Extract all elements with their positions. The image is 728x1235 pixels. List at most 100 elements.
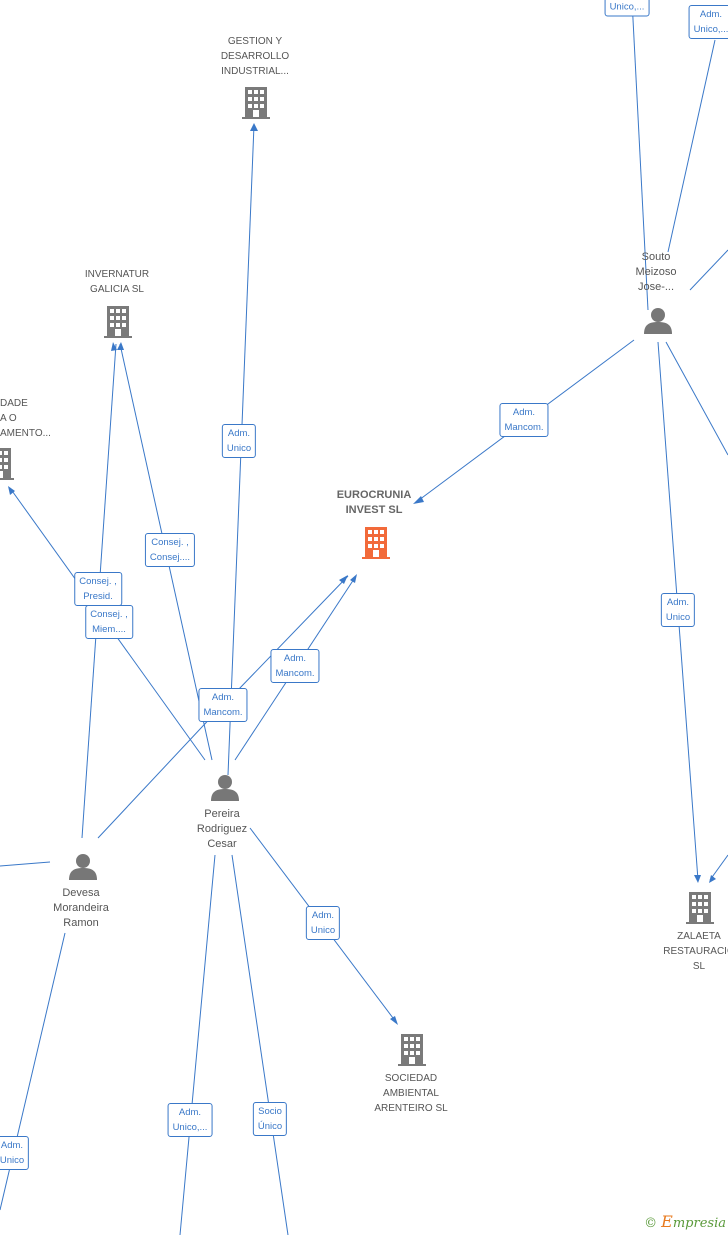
relation-label-line: Miem.... (92, 624, 126, 635)
arrow-eurocrunia-c (350, 574, 357, 583)
node-label-line: INDUSTRIAL... (221, 66, 289, 77)
relation-label-line: Adm. (0, 1140, 24, 1151)
node-label-line: EUROCRUNIA (336, 489, 412, 501)
node-label-line: A O (0, 413, 17, 424)
arrow-sociedad (390, 1016, 398, 1025)
arrow-gestion (250, 123, 258, 131)
company-label-invernatur[interactable]: INVERNATUR GALICIA SL (85, 267, 149, 297)
relation-badge[interactable]: Unico,... (604, 0, 650, 17)
building-icon (242, 87, 270, 119)
node-label-line: Devesa (62, 887, 100, 899)
relation-label-line: Adm. (512, 407, 536, 418)
building-icon-main (362, 527, 390, 559)
relation-badge[interactable]: Adm. Mancom. (198, 688, 248, 722)
relation-badge[interactable]: Consej. , Presid. (74, 572, 122, 606)
node-label-line: SOCIEDAD (384, 1073, 438, 1084)
relation-label-line: Adm. (311, 910, 335, 921)
relation-badge[interactable]: Adm.Unico (221, 424, 257, 458)
edge-souto-top1 (631, 0, 649, 311)
edge-souto-right2 (665, 341, 728, 456)
arrow-zalaeta-b (709, 875, 716, 883)
node-label-line: INVERNATUR (84, 269, 150, 280)
relation-label-line: Adm. (178, 1107, 202, 1118)
relation-badge[interactable]: Adm. Unico,... (688, 5, 728, 39)
edge-pereira-bottom2 (231, 854, 289, 1235)
edge-devesa-left (0, 861, 51, 867)
building-icon (686, 892, 714, 924)
relation-badge[interactable]: Adm. Mancom. (499, 403, 549, 437)
relation-label-line: Consej.... (149, 552, 191, 563)
relation-label-line: Mancom. (504, 422, 544, 433)
relation-badge[interactable]: Adm. Mancom. (270, 649, 320, 683)
node-label-line: DADE (0, 398, 28, 409)
node-label-line: INVEST SL (345, 504, 403, 516)
relation-badge[interactable]: Adm. Unico (0, 1136, 30, 1170)
node-label-line: Pereira (204, 808, 240, 820)
relation-label-line: Adm. (666, 597, 690, 608)
node-label-line: Jose-... (637, 281, 675, 293)
relation-label-line: Adm. (227, 428, 251, 439)
relation-label-line: Adm. (211, 692, 235, 703)
copyright-symbol: © (644, 1216, 658, 1231)
node-label-line: RESTAURACIO (663, 946, 728, 957)
node-label-line: DESARROLLO (220, 51, 290, 62)
brand-name: mpresia (672, 1216, 726, 1231)
building-icon (104, 306, 132, 338)
node-label-line: Souto (641, 251, 671, 263)
edge-right-zalaeta (709, 854, 728, 881)
person-icon (644, 308, 672, 334)
relation-label-line: Mancom. (203, 707, 243, 718)
person-icon (211, 775, 239, 801)
edge-souto-right (689, 249, 728, 291)
relation-badge[interactable]: Consej. , Miem.... (85, 605, 133, 639)
relation-label-line: Unico (310, 925, 336, 936)
arrow-invernatur-b (117, 342, 124, 350)
relation-label-line: Adm. (699, 9, 723, 20)
relation-label-line: Unico,... (693, 24, 728, 35)
arrow-eurocrunia-b (339, 575, 348, 584)
relation-label-line: Adm. (283, 653, 307, 664)
relation-label-line: Unico,... (172, 1122, 208, 1133)
company-label-sociedad[interactable]: SOCIEDAD AMBIENTAL ARENTEIRO SL (374, 1071, 447, 1116)
relation-label-line: Único (257, 1121, 283, 1132)
relation-label-line: Consej. , (79, 576, 117, 587)
edge-souto-top2 (667, 39, 716, 253)
arrowheads (8, 123, 716, 1025)
node-label-line: Rodriguez (196, 823, 248, 835)
brand-initial: E (661, 1212, 673, 1231)
node-label-line: AMBIENTAL (383, 1088, 439, 1099)
relation-label-line: Mancom. (275, 668, 315, 679)
footer-brand: ©Empresia (644, 1212, 726, 1231)
relation-label-line: Unico (0, 1155, 25, 1166)
building-icon (398, 1034, 426, 1066)
node-label-line: AMENTO... (0, 428, 51, 439)
relation-label-line: Consej. , (151, 537, 189, 548)
node-label-line: Ramon (63, 917, 99, 929)
relation-badge[interactable]: Adm. Unico (660, 593, 696, 627)
relation-label-line: Unico,... (609, 1, 645, 13)
relation-label-line: Presid. (83, 591, 113, 602)
relation-label-line: Consej. , (90, 609, 128, 620)
arrow-sociedade (8, 486, 15, 495)
relation-badge[interactable]: Adm. Unico,... (167, 1103, 213, 1137)
person-icon (69, 854, 97, 880)
relation-badge[interactable]: Adm. Unico (305, 906, 341, 940)
edge-pereira-eurocrunia1 (237, 575, 349, 691)
arrow-eurocrunia-a (413, 496, 424, 504)
node-label-line: SL (692, 961, 706, 972)
relation-label-line: Socio (258, 1106, 282, 1117)
relation-label-line: Unico (665, 612, 691, 623)
node-label-line: Cesar (207, 838, 237, 850)
relation-badge[interactable]: Consej. , Consej.... (144, 533, 196, 567)
node-label-line: ARENTEIRO SL (374, 1103, 448, 1114)
company-label-sociedade[interactable]: DADE A O AMENTO... (0, 396, 51, 441)
company-label-eurocrunia[interactable]: EUROCRUNIA INVEST SL (337, 488, 412, 518)
arrow-invernatur-a (111, 342, 117, 351)
node-label-line: GALICIA SL (90, 284, 144, 295)
